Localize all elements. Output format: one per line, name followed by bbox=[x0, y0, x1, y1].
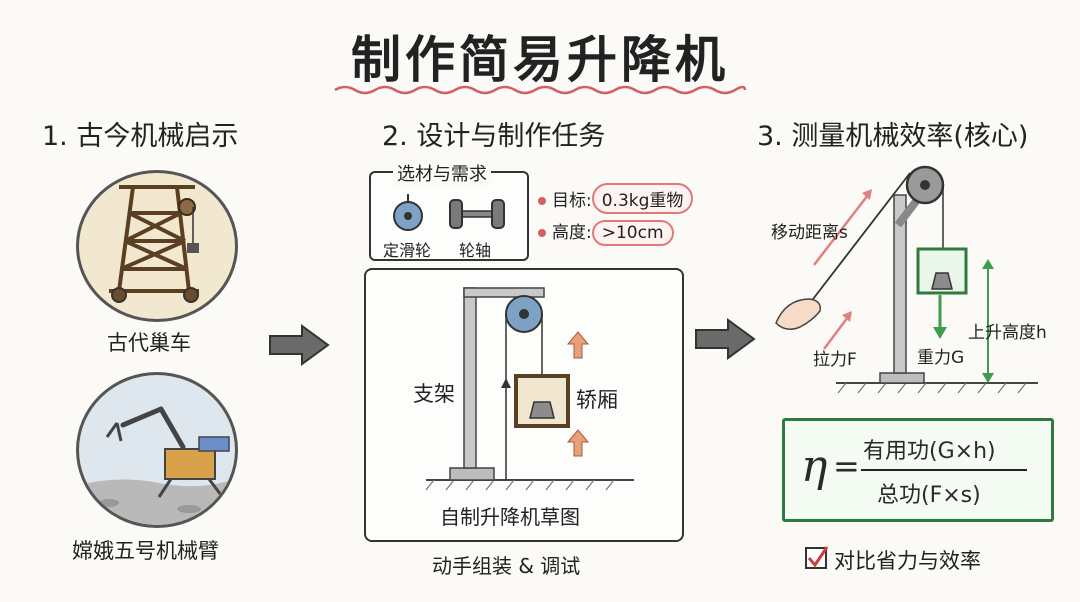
eta-symbol: η bbox=[801, 441, 828, 492]
target-key: 目标: bbox=[552, 191, 592, 211]
pull-force-label: 拉力F bbox=[813, 350, 857, 370]
fraction-bar bbox=[861, 469, 1027, 471]
formula-numerator: 有用功(G×h) bbox=[863, 439, 996, 464]
section1-heading: 1. 古今机械启示 bbox=[42, 121, 239, 152]
target-value: 0.3kg重物 bbox=[591, 183, 694, 214]
bullet-icon bbox=[538, 197, 546, 205]
arrow-right-icon bbox=[269, 324, 330, 366]
arrow-right-icon bbox=[695, 318, 756, 360]
ancient-vehicle-drawing bbox=[109, 185, 199, 303]
car-label: 轿厢 bbox=[576, 388, 618, 412]
height-requirement: 高度:>10cm bbox=[538, 218, 674, 246]
compare-caption: 对比省力与效率 bbox=[834, 549, 981, 573]
ancient-vehicle-illustration bbox=[76, 170, 238, 322]
sketch-caption: 自制升降机草图 bbox=[440, 505, 580, 529]
chang-e-arm-caption: 嫦娥五号机械臂 bbox=[72, 539, 219, 563]
ancient-vehicle-caption: 古代巢车 bbox=[107, 331, 191, 355]
height-key: 高度: bbox=[552, 223, 592, 243]
efficiency-formula-box: η = 有用功(G×h) 总功(F×s) bbox=[782, 418, 1054, 522]
target-requirement: 目标:0.3kg重物 bbox=[538, 183, 694, 214]
checkbox-checked-icon bbox=[805, 546, 829, 569]
gravity-label: 重力G bbox=[917, 348, 965, 368]
efficiency-measurement-drawing bbox=[775, 165, 1038, 394]
wheel-axle-icon bbox=[449, 199, 505, 229]
height-label: 上升高度h bbox=[968, 323, 1047, 343]
fixed-pulley-icon bbox=[393, 194, 423, 231]
chang-e-arm-illustration bbox=[76, 372, 238, 528]
frame-label: 支架 bbox=[413, 382, 455, 406]
bullet-icon bbox=[538, 229, 546, 237]
section3-heading: 3. 测量机械效率(核心) bbox=[757, 121, 1029, 152]
chang-e-arm-drawing bbox=[79, 406, 235, 525]
pulley-label: 定滑轮 bbox=[383, 241, 432, 260]
axle-label: 轮轴 bbox=[459, 241, 492, 260]
title-underline bbox=[334, 85, 747, 95]
distance-label: 移动距离s bbox=[771, 223, 848, 243]
materials-label: 选材与需求 bbox=[393, 160, 491, 186]
elevator-sketch bbox=[425, 287, 634, 491]
section2-heading: 2. 设计与制作任务 bbox=[382, 121, 606, 152]
assembly-caption: 动手组装 & 调试 bbox=[432, 554, 581, 578]
page-title: 制作简易升降机 bbox=[351, 31, 729, 89]
height-value: >10cm bbox=[591, 220, 674, 246]
equals-sign: = bbox=[833, 447, 860, 485]
formula-denominator: 总功(F×s) bbox=[877, 483, 981, 508]
